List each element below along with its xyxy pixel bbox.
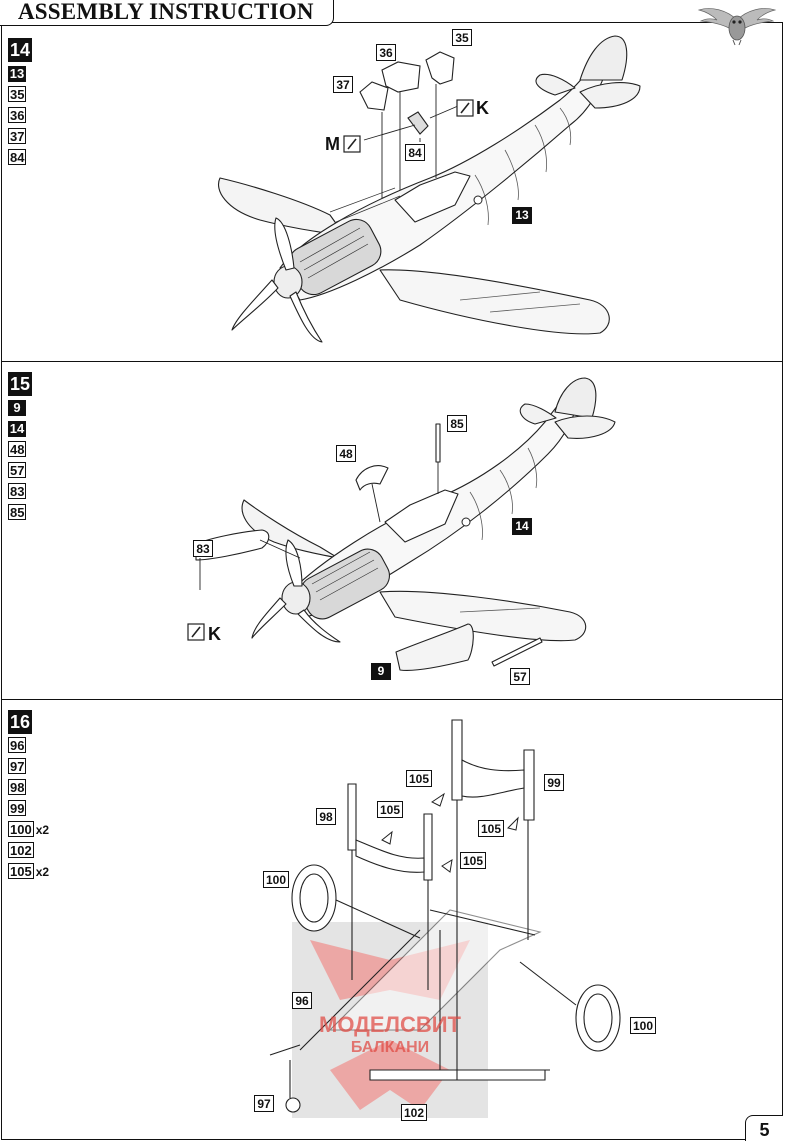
part-label: 57	[8, 462, 27, 478]
part-callout: 99	[544, 774, 564, 791]
page-title: ASSEMBLY INSTRUCTION	[18, 0, 314, 24]
part-callout: 13	[512, 207, 532, 224]
part-callout: 48	[336, 445, 356, 462]
title-tab: ASSEMBLY INSTRUCTION	[0, 0, 334, 26]
part-label: 99	[8, 800, 27, 816]
part-callout: 102	[401, 1104, 428, 1121]
part-label: 85	[8, 504, 27, 520]
part-label: 96	[8, 737, 27, 753]
step-16-cart-illustration: МОДЕЛСВИТ БАЛКАНИ	[269, 719, 621, 1118]
part-label: 48	[8, 441, 27, 457]
part-label: 14	[8, 421, 26, 437]
page-frame	[1, 22, 783, 1140]
section-divider	[1, 699, 783, 700]
part-label: 13	[8, 66, 26, 82]
part-callout: 105	[460, 852, 487, 869]
section-divider	[1, 361, 783, 362]
part-callout: 9	[371, 663, 391, 680]
paint-code: K	[208, 624, 221, 644]
paint-brush-icon	[187, 623, 205, 641]
part-callout: 98	[316, 808, 336, 825]
part-label: 36	[8, 107, 27, 123]
part-callout: 100	[263, 871, 290, 888]
step-14-parts-list: 14 13 35 36 37 84	[8, 38, 32, 167]
part-label: 100	[8, 821, 34, 837]
part-callout: 96	[292, 992, 312, 1009]
part-label: 84	[8, 149, 27, 165]
part-callout: 36	[376, 44, 396, 61]
part-label: 97	[8, 758, 27, 774]
owl-logo-icon	[697, 8, 777, 46]
part-label: 102	[8, 842, 34, 858]
watermark-text-2: БАЛКАНИ	[351, 1039, 429, 1056]
part-callout: 37	[333, 76, 353, 93]
part-label: 35	[8, 86, 27, 102]
part-label: 37	[8, 128, 27, 144]
part-callout: 100	[630, 1017, 657, 1034]
step-number: 16	[8, 710, 32, 734]
step-14-aircraft-illustration	[218, 35, 641, 343]
part-callout: 83	[193, 540, 213, 557]
step-15-parts-list: 15 9 14 48 57 83 85	[8, 372, 32, 522]
part-quantity: x2	[35, 865, 50, 879]
watermark-text-1: МОДЕЛСВИТ	[319, 1012, 462, 1037]
part-callout: 35	[452, 29, 472, 46]
part-callout: 105	[478, 820, 505, 837]
part-callout: 84	[405, 144, 425, 161]
part-label: 9	[8, 400, 26, 416]
paint-brush-icon	[343, 135, 361, 153]
part-callout: 97	[254, 1095, 274, 1112]
part-label: 83	[8, 483, 27, 499]
part-callout: 85	[447, 415, 467, 432]
paint-code: M	[325, 134, 340, 154]
paint-code: K	[476, 98, 489, 118]
part-label: 98	[8, 779, 27, 795]
step-number: 15	[8, 372, 32, 396]
part-callout: 57	[510, 668, 530, 685]
page-number: 5	[745, 1115, 783, 1141]
part-label: 105	[8, 863, 34, 879]
step-number: 14	[8, 38, 32, 62]
step-15-aircraft-illustration	[187, 377, 616, 671]
paint-brush-icon	[456, 99, 474, 117]
part-callout: 14	[512, 518, 532, 535]
part-quantity: x2	[35, 823, 50, 837]
part-callout: 105	[406, 770, 433, 787]
part-callout: 105	[377, 801, 404, 818]
